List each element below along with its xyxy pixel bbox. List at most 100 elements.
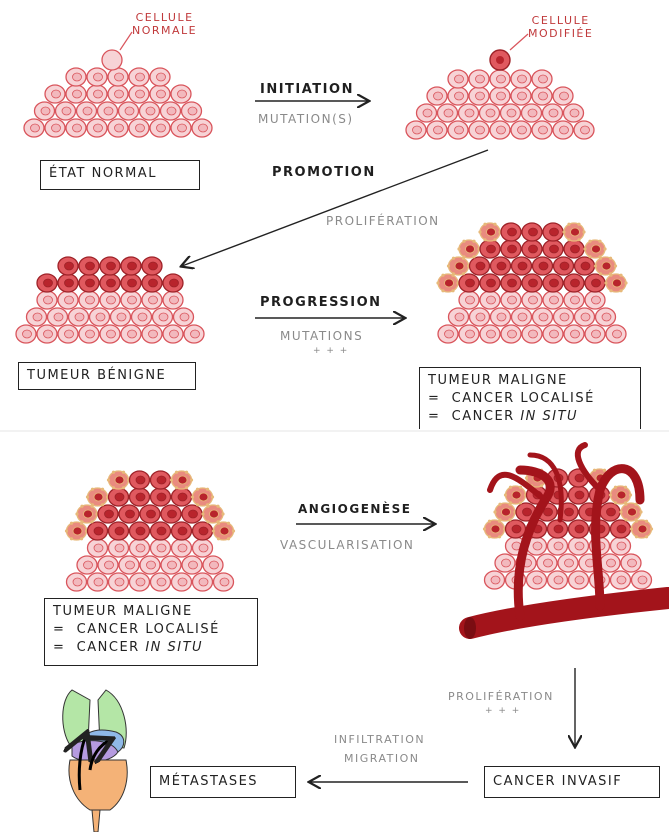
cell-nucleus	[445, 279, 454, 287]
cell-nucleus	[170, 279, 179, 287]
cell-nucleus	[149, 279, 158, 287]
cell-nucleus	[518, 313, 527, 321]
cell-nucleus	[178, 527, 187, 535]
sub-proliferation-plus: + + +	[485, 706, 521, 716]
cell-nucleus	[157, 527, 166, 535]
highlighted-normal-cell	[102, 50, 122, 70]
membrane-bleb	[206, 520, 209, 523]
cell-nucleus	[592, 330, 601, 338]
cell-nucleus	[575, 542, 584, 550]
membrane-bleb	[483, 223, 486, 226]
cell-nucleus	[466, 279, 475, 287]
membrane-bleb	[185, 486, 188, 489]
cell-nucleus	[41, 107, 50, 115]
cell-nucleus	[529, 228, 538, 236]
membrane-bleb	[614, 486, 617, 489]
membrane-bleb	[493, 510, 496, 513]
cell-nucleus	[518, 262, 527, 270]
cell-nucleus	[159, 313, 168, 321]
cell-nucleus	[136, 578, 145, 586]
cell-nucleus	[86, 279, 95, 287]
cell-nucleus	[529, 279, 538, 287]
membrane-bleb	[629, 493, 632, 496]
membrane-bleb	[582, 230, 585, 233]
cell-nucleus	[607, 559, 616, 567]
cell-nucleus	[550, 279, 559, 287]
cell-nucleus	[180, 313, 189, 321]
membrane-bleb	[232, 529, 235, 532]
cell-nucleus	[455, 92, 464, 100]
membrane-bleb	[112, 471, 115, 474]
membrane-bleb	[472, 255, 475, 258]
cell-nucleus	[188, 107, 197, 115]
box-metastases: MÉTASTASES	[150, 766, 296, 798]
cell-nucleus	[497, 75, 506, 83]
membrane-bleb	[603, 247, 606, 250]
membrane-bleb	[577, 238, 580, 241]
cell-nucleus	[529, 296, 538, 304]
cell-nucleus	[157, 578, 166, 586]
cell-nucleus	[115, 544, 124, 552]
organs-figure	[63, 690, 127, 832]
cell-nucleus	[607, 508, 616, 516]
cell-nucleus	[476, 92, 485, 100]
cell-nucleus	[149, 296, 158, 304]
cell-nucleus	[220, 527, 229, 535]
cell-nucleus	[170, 330, 179, 338]
step-initiation: INITIATION	[260, 82, 354, 97]
membrane-bleb	[107, 478, 110, 481]
membrane-bleb	[212, 529, 215, 532]
membrane-bleb	[488, 520, 491, 523]
cell-nucleus	[518, 92, 527, 100]
membrane-bleb	[472, 240, 475, 243]
membrane-bleb	[645, 520, 648, 523]
cell-nucleus	[539, 262, 548, 270]
membrane-bleb	[462, 240, 465, 243]
cell-nucleus	[65, 279, 74, 287]
cell-nucleus	[94, 493, 103, 501]
membrane-bleb	[175, 471, 178, 474]
cell-nucleus	[31, 124, 40, 132]
membrane-bleb	[609, 257, 612, 260]
cell-nucleus	[539, 92, 548, 100]
membrane-bleb	[634, 518, 637, 521]
cell-nucleus	[638, 525, 647, 533]
cell-nucleus	[455, 313, 464, 321]
box-invasive-cancer: CANCER INVASIF	[484, 766, 660, 798]
vessel-opening	[464, 617, 476, 639]
cell-nucleus	[476, 262, 485, 270]
cell-nucleus	[62, 107, 71, 115]
membrane-bleb	[75, 512, 78, 515]
cell-nucleus	[628, 508, 637, 516]
membrane-bleb	[483, 527, 486, 530]
membrane-bleb	[101, 488, 104, 491]
cell-nucleus	[86, 330, 95, 338]
cell-nucleus	[52, 124, 61, 132]
sub-initiation: MUTATION(S)	[258, 112, 354, 126]
cell-nucleus	[487, 330, 496, 338]
membrane-bleb	[70, 537, 73, 540]
cell-nucleus	[497, 313, 506, 321]
cell-nucleus	[497, 262, 506, 270]
cell-nucleus	[434, 126, 443, 134]
step-infiltration: INFILTRATION	[334, 733, 425, 746]
cell-nucleus	[554, 542, 563, 550]
membrane-bleb	[598, 255, 601, 258]
cell-nucleus	[157, 90, 166, 98]
cell-nucleus	[518, 126, 527, 134]
cell-nucleus	[178, 493, 187, 501]
cell-nucleus	[52, 90, 61, 98]
membrane-bleb	[185, 471, 188, 474]
cell-nucleus	[602, 262, 611, 270]
membrane-bleb	[462, 272, 465, 275]
cell-nucleus	[508, 279, 517, 287]
cell-nucleus	[178, 90, 187, 98]
cell-nucleus	[487, 245, 496, 253]
cell-nucleus	[136, 544, 145, 552]
box-malignant-tumor-2: TUMEUR MALIGNE = CANCER LOCALISÉ = CANCE…	[44, 598, 258, 666]
cell-nucleus	[455, 126, 464, 134]
membrane-bleb	[216, 505, 219, 508]
cell-nucleus	[107, 262, 116, 270]
membrane-bleb	[451, 289, 454, 292]
membrane-bleb	[639, 510, 642, 513]
